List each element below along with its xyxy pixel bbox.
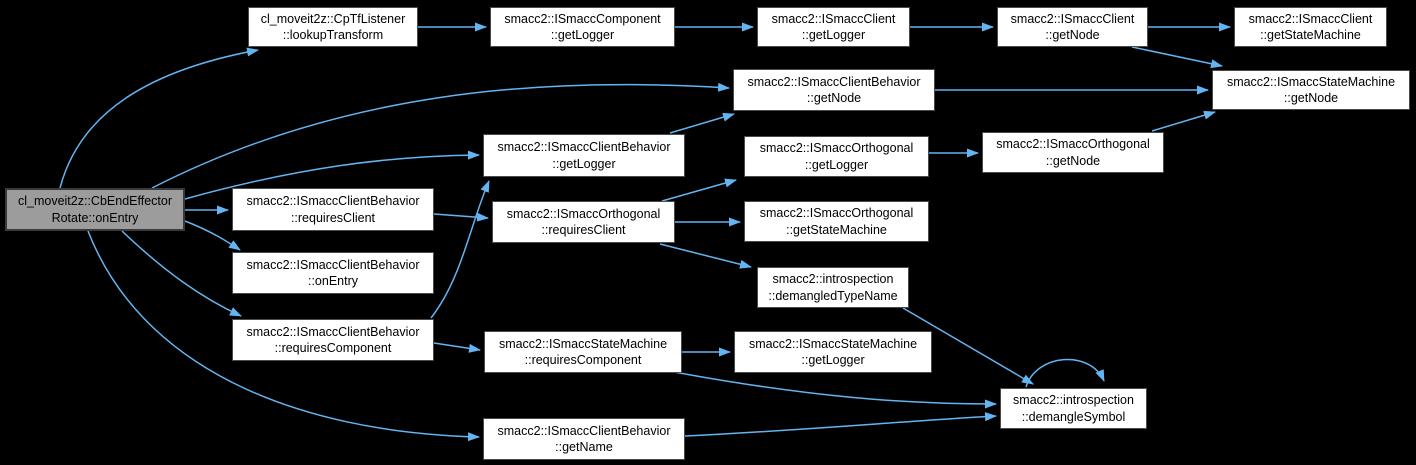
node-label-line2: ::lookupTransform	[282, 28, 384, 42]
node-sm-requiresComponent[interactable]: smacc2::ISmaccStateMachine::requiresComp…	[484, 331, 682, 373]
node-label-line2: ::onEntry	[307, 274, 359, 288]
edge-sm-requiresComponent-to-intro-demangleSymbol	[673, 371, 997, 409]
edge-orth-getNode-to-sm-getNode	[1151, 110, 1216, 132]
edge-root-to-cb-getName	[87, 230, 480, 442]
node-cb-requiresComponent[interactable]: smacc2::ISmaccClientBehavior::requiresCo…	[232, 319, 434, 361]
node-label-line2: ::getLogger	[801, 353, 865, 367]
edge-cb-requiresComponent-to-sm-requiresComponent	[433, 342, 481, 353]
node-label-line2: Rotate::onEntry	[51, 210, 139, 225]
edge-client-getNode-to-sm-getNode	[1131, 46, 1223, 69]
node-sm-getLogger[interactable]: smacc2::ISmaccStateMachine::getLogger	[734, 331, 932, 373]
node-label-line1: smacc2::ISmaccClientBehavior	[497, 423, 671, 438]
node-intro-demangleSymbol[interactable]: smacc2::introspection::demangleSymbol	[1000, 388, 1147, 429]
edge-orth-requiresClient-to-intro-demangledTypeName	[659, 243, 752, 269]
node-label-line1: smacc2::ISmaccOrthogonal	[759, 206, 914, 220]
edge-cb-getName-to-intro-demangleSymbol	[684, 412, 997, 437]
node-label-line1: smacc2::ISmaccComponent	[504, 11, 661, 26]
node-label-line1: cl_moveit2z::CbEndEffector	[17, 194, 172, 208]
node-label-line2: ::demangledTypeName	[768, 288, 898, 303]
node-cb-requiresClient[interactable]: smacc2::ISmaccClientBehavior::requiresCl…	[232, 188, 434, 231]
node-label-line1: smacc2::ISmaccOrthogonal	[759, 141, 914, 155]
edge-root-to-cb-requiresComponent	[121, 230, 242, 317]
node-label-line2: ::getLogger	[804, 157, 869, 172]
node-label-line2: ::getLogger	[552, 156, 616, 171]
node-label-line2: ::requiresComponent	[524, 353, 642, 367]
node-cb-onEntry[interactable]: smacc2::ISmaccClientBehavior::onEntry	[232, 252, 434, 294]
node-label-line1: smacc2::ISmaccStateMachine	[1226, 74, 1396, 89]
node-intro-demangledTypeName[interactable]: smacc2::introspection::demangledTypeName	[757, 267, 909, 308]
node-label-line1: smacc2::ISmaccStateMachine	[748, 336, 918, 351]
node-label-line1: smacc2::ISmaccClientBehavior	[246, 194, 420, 208]
node-label-line1: cl_moveit2z::CpTfListener	[260, 11, 406, 26]
node-comp-getLogger[interactable]: smacc2::ISmaccComponent::getLogger	[490, 7, 675, 47]
node-label-line2: ::requiresComponent	[274, 341, 392, 355]
node-orth-getNode[interactable]: smacc2::ISmaccOrthogonal::getNode	[982, 132, 1164, 173]
edge-root-to-cb-getLogger	[184, 150, 480, 200]
node-label-line1: smacc2::ISmaccClientBehavior	[246, 257, 420, 272]
edge-cb-requiresComponent-to-cb-getLogger	[430, 180, 490, 319]
node-label-line1: smacc2::ISmaccClient	[1248, 11, 1373, 26]
node-label-line2: ::demangleSymbol	[1021, 409, 1126, 424]
node-cb-getName[interactable]: smacc2::ISmaccClientBehavior::getName	[483, 418, 685, 460]
node-label-line2: ::getNode	[806, 91, 862, 105]
node-label-line2: ::getLogger	[550, 28, 615, 42]
edge-cb-getLogger-to-cb-getNode	[669, 112, 735, 134]
node-orth-requiresClient[interactable]: smacc2::ISmaccOrthogonal::requiresClient	[492, 201, 675, 243]
node-cb-getLogger[interactable]: smacc2::ISmaccClientBehavior::getLogger	[483, 134, 685, 177]
node-client-getNode[interactable]: smacc2::ISmaccClient::getNode	[997, 7, 1148, 47]
edge-root-to-cptf-lookupTransform	[59, 47, 259, 189]
node-label-line1: smacc2::ISmaccClient	[1010, 11, 1135, 26]
edges-group	[59, 22, 1231, 442]
node-label-line2: ::requiresClient	[290, 210, 376, 225]
node-label-line2: ::getNode	[1045, 153, 1101, 168]
node-label-line2: ::getStateMachine	[786, 222, 887, 237]
edge-orth-requiresClient-to-orth-getLogger	[661, 178, 737, 202]
edge-root-to-cb-getNode	[151, 82, 730, 189]
node-label-line1: smacc2::ISmaccClientBehavior	[246, 324, 420, 339]
node-cb-getNode[interactable]: smacc2::ISmaccClientBehavior::getNode	[733, 69, 935, 111]
node-label-line1: smacc2::ISmaccOrthogonal	[506, 206, 661, 221]
node-client-getLogger[interactable]: smacc2::ISmaccClient::getLogger	[757, 7, 910, 47]
node-label-line2: ::getNode	[1283, 91, 1339, 105]
node-label-line1: smacc2::introspection	[1013, 393, 1134, 407]
node-label-line1: smacc2::ISmaccClientBehavior	[747, 74, 921, 89]
node-label-line2: ::requiresClient	[541, 223, 626, 237]
node-label-line2: ::getNode	[1045, 28, 1100, 42]
node-label-line1: smacc2::ISmaccClient	[771, 11, 896, 26]
node-label-line1: smacc2::ISmaccOrthogonal	[996, 137, 1150, 151]
node-label-line2: ::getStateMachine	[1260, 28, 1361, 42]
node-label-line1: smacc2::ISmaccClientBehavior	[497, 140, 671, 154]
edge-intro-demangleSymbol-to-intro-demangleSymbol	[1025, 358, 1105, 388]
node-cptf-lookupTransform[interactable]: cl_moveit2z::CpTfListener::lookupTransfo…	[248, 7, 418, 47]
node-sm-getNode[interactable]: smacc2::ISmaccStateMachine::getNode	[1212, 70, 1410, 110]
node-label-line1: smacc2::introspection	[772, 272, 894, 286]
edge-cb-requiresClient-to-orth-requiresClient	[433, 212, 489, 222]
node-label-line2: ::getLogger	[801, 28, 866, 42]
edge-root-to-cb-onEntry	[184, 220, 241, 251]
node-orth-getLogger[interactable]: smacc2::ISmaccOrthogonal::getLogger	[744, 136, 929, 177]
node-client-getStateMachine[interactable]: smacc2::ISmaccClient::getStateMachine	[1234, 7, 1387, 47]
node-label-line1: smacc2::ISmaccStateMachine	[498, 336, 668, 351]
edge-intro-demangledTypeName-to-intro-demangleSymbol	[902, 307, 1034, 385]
node-label-line2: ::getName	[555, 440, 613, 454]
node-orth-getStateMachine[interactable]: smacc2::ISmaccOrthogonal::getStateMachin…	[744, 201, 929, 242]
